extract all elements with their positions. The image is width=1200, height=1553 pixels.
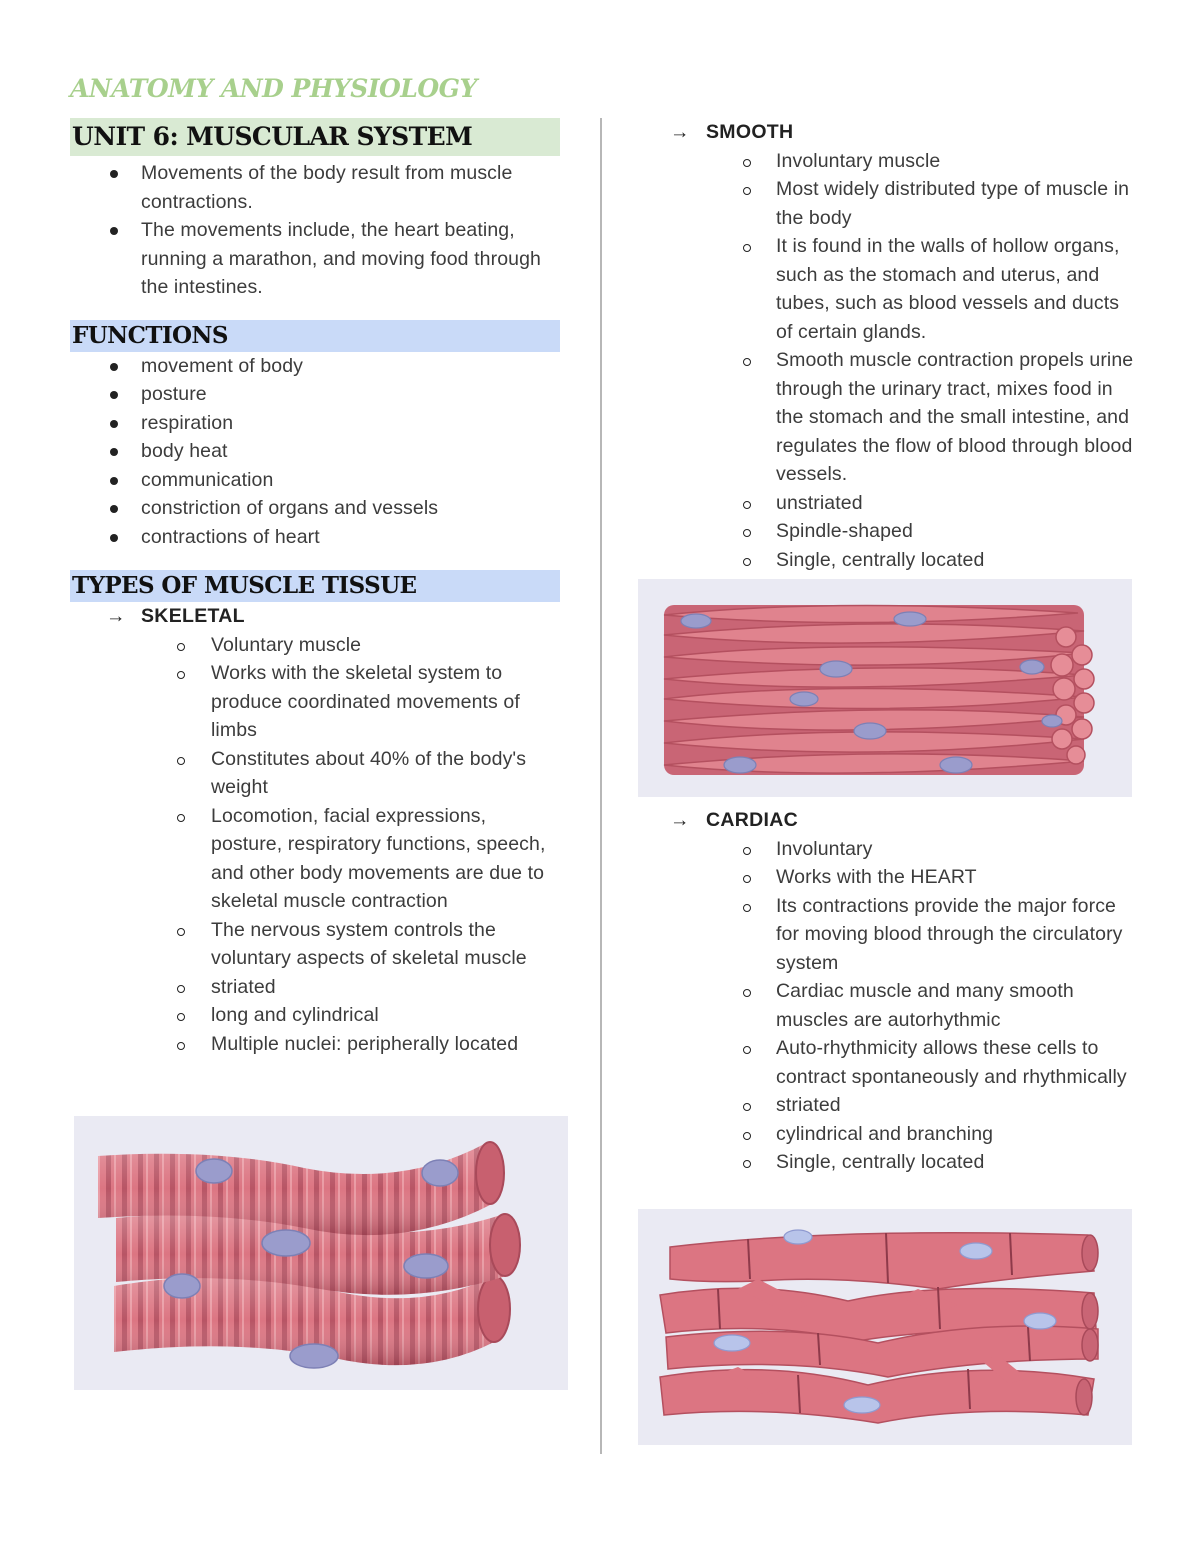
right-column: → SMOOTH Involuntary muscle Most widely … bbox=[638, 118, 1138, 574]
list-item: Auto-rhythmicity allows these cells to c… bbox=[638, 1034, 1138, 1091]
smooth-label: SMOOTH bbox=[706, 121, 794, 143]
functions-heading: FUNCTIONS bbox=[70, 319, 560, 352]
skeletal-label: SKELETAL bbox=[141, 605, 245, 627]
document-title: ANATOMY AND PHYSIOLOGY bbox=[70, 74, 477, 103]
list-item: constriction of organs and vessels bbox=[70, 494, 562, 523]
list-item: Multiple nuclei: peripherally located bbox=[70, 1030, 562, 1059]
list-item: Most widely distributed type of muscle i… bbox=[638, 175, 1138, 232]
list-item: Locomotion, facial expressions, posture,… bbox=[70, 802, 562, 916]
list-item: Smooth muscle contraction propels urine … bbox=[638, 346, 1138, 489]
list-item: The movements include, the heart beating… bbox=[70, 216, 562, 302]
list-item: Constitutes about 40% of the body's weig… bbox=[70, 745, 562, 802]
skeletal-muscle-illustration bbox=[74, 1116, 568, 1390]
cardiac-heading: → CARDIAC bbox=[638, 806, 1138, 835]
cardiac-section: → CARDIAC Involuntary Works with the HEA… bbox=[638, 806, 1138, 1177]
list-item: Involuntary bbox=[638, 835, 1138, 864]
column-divider bbox=[600, 118, 602, 1454]
list-item: striated bbox=[70, 973, 562, 1002]
smooth-muscle-svg bbox=[663, 604, 1095, 775]
list-item: Single, centrally located bbox=[638, 546, 1138, 575]
list-item: Works with the skeletal system to produc… bbox=[70, 659, 562, 745]
cardiac-list: Involuntary Works with the HEART Its con… bbox=[638, 835, 1138, 1177]
list-item: long and cylindrical bbox=[70, 1001, 562, 1030]
arrow-right-icon: → bbox=[670, 121, 690, 143]
skeletal-muscle-svg bbox=[98, 1141, 521, 1369]
list-item: body heat bbox=[70, 437, 562, 466]
list-item: Movements of the body result from muscle… bbox=[70, 159, 562, 216]
list-item: It is found in the walls of hollow organ… bbox=[638, 232, 1138, 346]
list-item: Its contractions provide the major force… bbox=[638, 892, 1138, 978]
list-item: Involuntary muscle bbox=[638, 147, 1138, 176]
unit-heading: UNIT 6: MUSCULAR SYSTEM bbox=[70, 118, 560, 156]
cardiac-label: CARDIAC bbox=[706, 809, 799, 831]
list-item: cylindrical and branching bbox=[638, 1120, 1138, 1149]
arrow-right-icon: → bbox=[670, 809, 690, 831]
list-item: movement of body bbox=[70, 352, 562, 381]
skeletal-list: Voluntary muscle Works with the skeletal… bbox=[70, 631, 562, 1059]
list-item: Works with the HEART bbox=[638, 863, 1138, 892]
list-item: striated bbox=[638, 1091, 1138, 1120]
list-item: The nervous system controls the voluntar… bbox=[70, 916, 562, 973]
cardiac-muscle-svg bbox=[659, 1229, 1099, 1424]
list-item: Voluntary muscle bbox=[70, 631, 562, 660]
smooth-list: Involuntary muscle Most widely distribut… bbox=[638, 147, 1138, 575]
list-item: contractions of heart bbox=[70, 523, 562, 552]
list-item: posture bbox=[70, 380, 562, 409]
types-heading: TYPES OF MUSCLE TISSUE bbox=[70, 570, 560, 602]
left-column: UNIT 6: MUSCULAR SYSTEM Movements of the… bbox=[70, 118, 562, 1058]
arrow-right-icon: → bbox=[106, 605, 126, 627]
unit-bullet-list: Movements of the body result from muscle… bbox=[70, 159, 562, 302]
smooth-muscle-illustration bbox=[638, 579, 1132, 797]
list-item: unstriated bbox=[638, 489, 1138, 518]
list-item: Single, centrally located bbox=[638, 1148, 1138, 1177]
list-item: Spindle-shaped bbox=[638, 517, 1138, 546]
skeletal-heading: → SKELETAL bbox=[70, 602, 562, 631]
smooth-heading: → SMOOTH bbox=[638, 118, 1138, 147]
cardiac-muscle-illustration bbox=[638, 1209, 1132, 1445]
list-item: respiration bbox=[70, 409, 562, 438]
functions-list: movement of body posture respiration bod… bbox=[70, 352, 562, 552]
list-item: Cardiac muscle and many smooth muscles a… bbox=[638, 977, 1138, 1034]
list-item: communication bbox=[70, 466, 562, 495]
